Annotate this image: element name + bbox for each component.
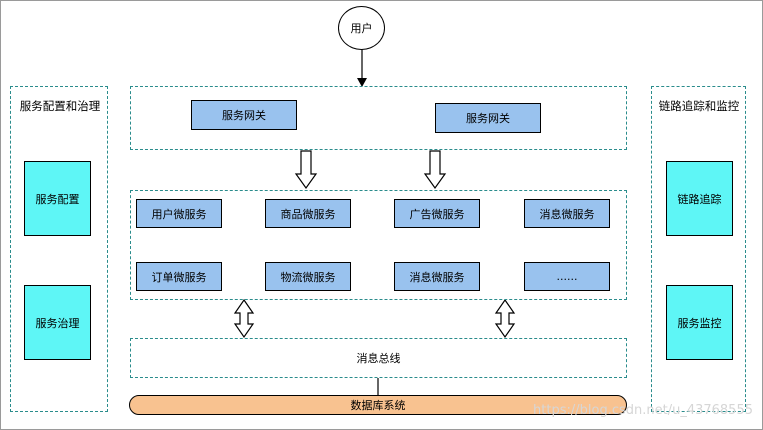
tracing-box: 链路追踪 xyxy=(666,161,733,236)
service-box-4: 消息微服务 xyxy=(524,199,610,228)
service-box-3: 广告微服务 xyxy=(394,199,480,228)
user-node: 用户 xyxy=(338,6,385,50)
bus-double-arrow-1 xyxy=(233,298,255,339)
config-governance-title: 服务配置和治理 xyxy=(19,99,101,113)
service-config-box: 服务配置 xyxy=(24,161,91,236)
gateway-box-2: 服务网关 xyxy=(435,103,541,133)
gateway-down-arrow-2 xyxy=(423,150,447,190)
service-box-7: 消息微服务 xyxy=(394,262,480,291)
bus-double-arrow-2 xyxy=(494,298,516,339)
service-box-2: 商品微服务 xyxy=(265,199,351,228)
database-system: 数据库系统 xyxy=(129,395,627,415)
user-arrowhead xyxy=(357,78,367,87)
gateway-layer xyxy=(130,86,627,150)
monitoring-box: 服务监控 xyxy=(666,285,733,360)
microservices-layer xyxy=(130,190,627,300)
message-bus-label: 消息总线 xyxy=(356,352,401,365)
service-box-5: 订单微服务 xyxy=(136,262,222,291)
gateway-box-1: 服务网关 xyxy=(191,100,297,130)
tracing-monitoring-title: 链路追踪和监控 xyxy=(658,99,740,113)
config-governance-panel xyxy=(10,86,108,412)
tracing-monitoring-panel xyxy=(651,86,746,412)
gateway-down-arrow-1 xyxy=(294,150,318,190)
service-box-1: 用户微服务 xyxy=(136,199,222,228)
service-box-6: 物流微服务 xyxy=(265,262,351,291)
service-governance-box: 服务治理 xyxy=(24,285,91,360)
watermark-text: https://blog.csdn.net/u_43768555 xyxy=(533,403,753,418)
message-bus-layer xyxy=(130,338,627,378)
service-box-8: ...... xyxy=(524,262,610,291)
